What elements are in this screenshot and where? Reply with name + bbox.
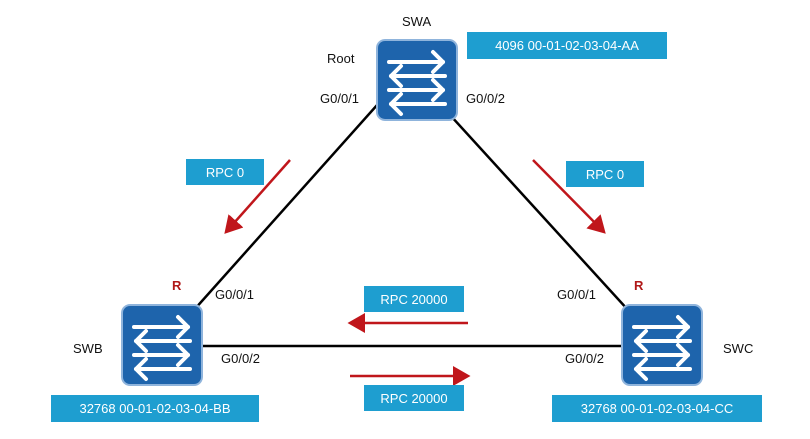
swb-port-top: G0/0/1: [215, 287, 255, 302]
swc-bridge-id: 32768 00-01-02-03-04-CC: [552, 395, 762, 422]
rpc-label-c-to-b: RPC 20000: [364, 286, 464, 312]
swa-bridge-id: 4096 00-01-02-03-04-AA: [467, 32, 667, 59]
swb-bridge-id: 32768 00-01-02-03-04-BB: [51, 395, 259, 422]
swa-name: SWA: [402, 14, 432, 29]
switch-icon: [621, 304, 703, 386]
swc-port-left: G0/0/2: [565, 351, 605, 366]
swc-name: SWC: [723, 341, 754, 356]
swb-name: SWB: [73, 341, 103, 356]
rpc-label-a-to-c: RPC 0: [566, 161, 644, 187]
switch-icon-swa: [375, 38, 459, 122]
switch-icon: [376, 39, 458, 121]
arrow-icon: [224, 159, 291, 234]
rpc-label-b-to-c: RPC 20000: [364, 385, 464, 411]
arrow-icon: [532, 159, 606, 234]
swa-role-label: Root: [327, 51, 355, 66]
swb-port-right: G0/0/2: [221, 351, 261, 366]
swa-port-right: G0/0/2: [466, 91, 506, 106]
swc-root-port-marker: R: [634, 278, 644, 293]
swb-root-port-marker: R: [172, 278, 182, 293]
switch-icon-swb: [120, 303, 204, 387]
switch-icon-swc: [620, 303, 704, 387]
link-swa-swc: [439, 103, 661, 346]
swa-port-left: G0/0/1: [320, 91, 360, 106]
swc-port-top: G0/0/1: [557, 287, 597, 302]
switch-icon: [121, 304, 203, 386]
rpc-label-a-to-b: RPC 0: [186, 159, 264, 185]
